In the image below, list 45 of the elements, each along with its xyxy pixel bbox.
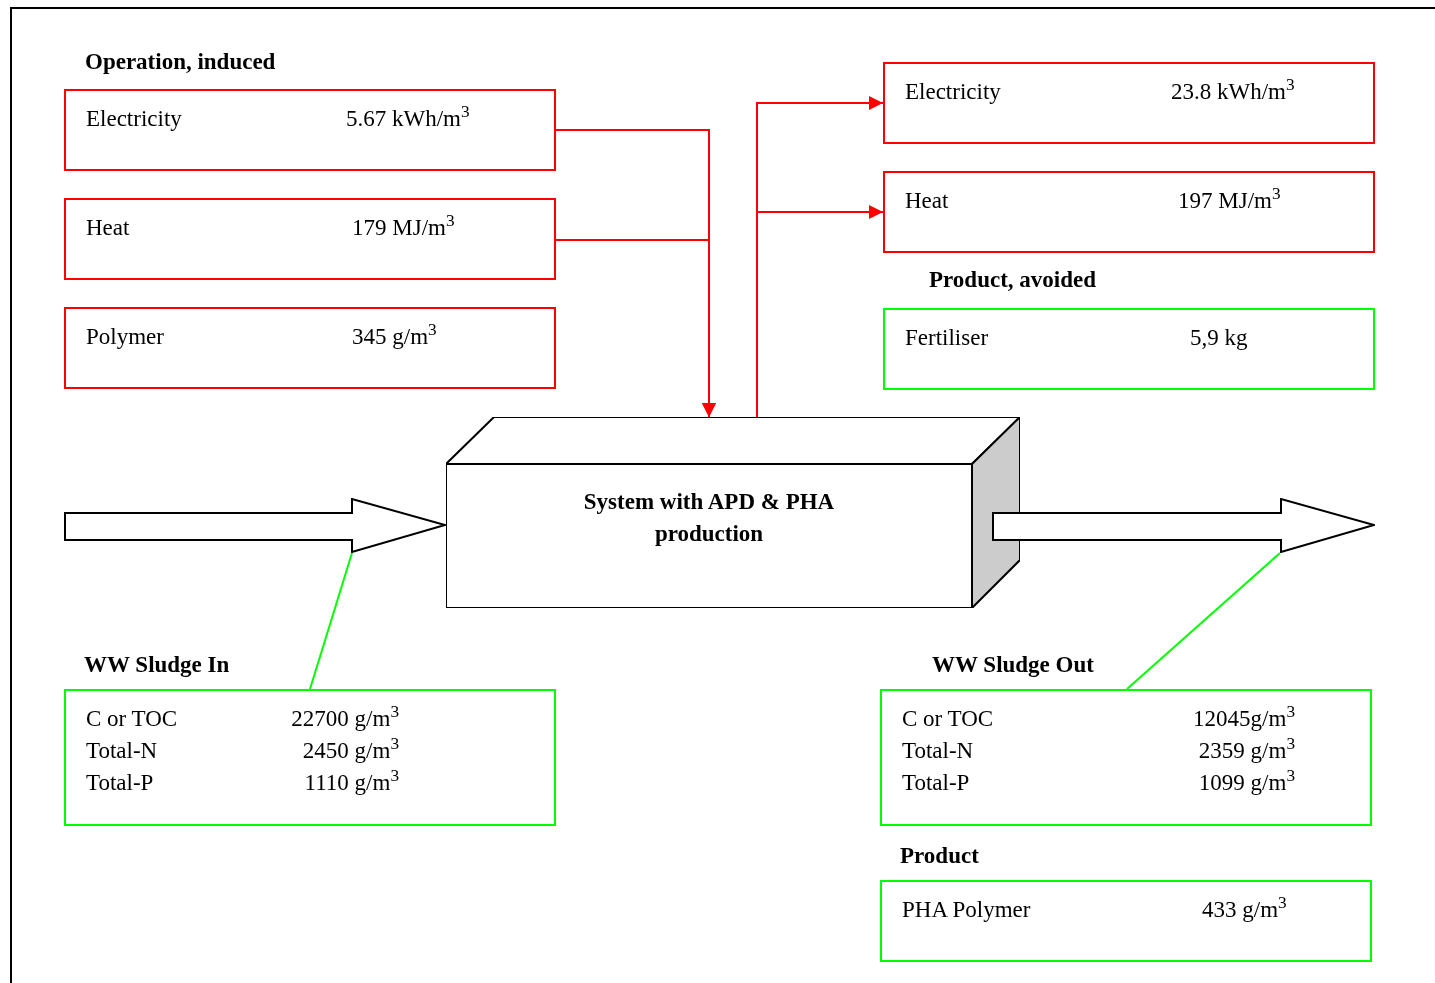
item-name: Polymer — [86, 323, 164, 351]
flow-arrow — [555, 239, 716, 418]
data-table-box — [880, 689, 1372, 826]
system-title: System with APD & PHA production — [582, 488, 836, 548]
quantity-box — [883, 171, 1375, 253]
row-value: 1099 g/m$^{3}$ — [1198, 767, 1295, 797]
quantity-box — [883, 62, 1375, 144]
row-label: Total-P — [902, 769, 970, 797]
item-value: 433 g/m$^{3}$ — [1202, 894, 1287, 924]
item-value: 179 MJ/m$^{3}$ — [352, 212, 455, 242]
leader-line — [1126, 552, 1281, 690]
quantity-box — [64, 89, 556, 171]
row-label: Total-N — [86, 737, 158, 765]
group-heading: Operation, induced — [85, 48, 276, 76]
row-label: C or TOC — [902, 705, 994, 733]
data-table-box — [64, 689, 556, 826]
box-heading: WW Sludge Out — [932, 651, 1094, 679]
row-label: C or TOC — [86, 705, 178, 733]
row-label: Total-P — [86, 769, 154, 797]
item-value: 5,9 kg — [1190, 324, 1248, 352]
quantity-box — [64, 307, 556, 389]
box-heading: Product — [900, 842, 979, 870]
box-heading: Product, avoided — [929, 266, 1096, 294]
item-value: 197 MJ/m$^{3}$ — [1178, 185, 1281, 215]
row-value: 22700 g/m$^{3}$ — [291, 703, 399, 733]
quantity-box — [64, 198, 556, 280]
item-name: Electricity — [905, 78, 1001, 106]
item-value: 23.8 kWh/m$^{3}$ — [1171, 76, 1295, 106]
item-value: 345 g/m$^{3}$ — [352, 321, 437, 351]
row-label: Total-N — [902, 737, 974, 765]
item-name: PHA Polymer — [902, 896, 1031, 924]
flow-arrow — [756, 205, 884, 418]
item-name: Heat — [86, 214, 130, 242]
row-value: 1110 g/m$^{3}$ — [304, 767, 399, 797]
item-name: Heat — [905, 187, 949, 215]
item-value: 5.67 kWh/m$^{3}$ — [346, 103, 470, 133]
quantity-box — [883, 308, 1375, 390]
box-heading: WW Sludge In — [84, 651, 230, 679]
row-value: 2450 g/m$^{3}$ — [302, 735, 399, 765]
leader-line — [309, 552, 353, 690]
item-name: Electricity — [86, 105, 182, 133]
row-value: 12045g/m$^{3}$ — [1193, 703, 1295, 733]
row-value: 2359 g/m$^{3}$ — [1198, 735, 1295, 765]
item-name: Fertiliser — [905, 324, 989, 352]
quantity-box — [880, 880, 1372, 962]
